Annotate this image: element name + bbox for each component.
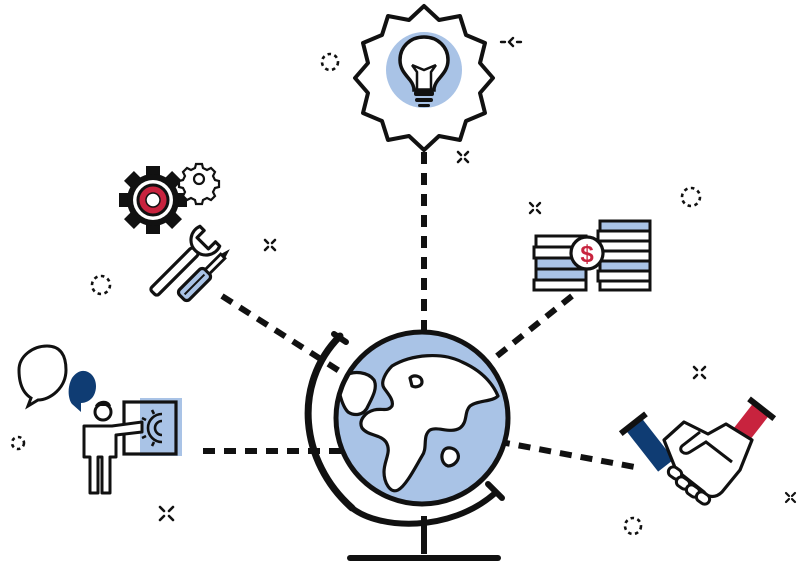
handshake-icon [618, 396, 777, 506]
sparkle-icon [528, 201, 542, 215]
dotted-circle-icon [623, 516, 643, 536]
decorations [10, 36, 797, 536]
connector-tools [220, 293, 368, 391]
presenter-with-board-icon [17, 344, 182, 495]
speech-bubble-icon [68, 370, 96, 412]
gears-and-tools-icon [119, 162, 230, 303]
svg-text:$: $ [580, 241, 594, 268]
sparkle-icon [692, 365, 707, 380]
globe-on-stand-icon [304, 329, 511, 561]
dotted-circle-icon [320, 52, 340, 72]
coin-stacks-dollar-icon: $ [532, 219, 652, 292]
sparkle-icon [158, 505, 175, 522]
speech-bubble-icon [17, 344, 68, 410]
sparkle-icon [784, 491, 797, 504]
sparkle-icon [263, 238, 277, 252]
sparkle-icon [499, 36, 523, 48]
dotted-circle-icon [90, 274, 112, 296]
sparkle-icon [456, 150, 470, 164]
connector-partnership [435, 427, 641, 471]
lightbulb-badge-icon [353, 4, 495, 152]
dotted-circle-icon [10, 435, 26, 451]
dotted-circle-icon [680, 186, 702, 208]
